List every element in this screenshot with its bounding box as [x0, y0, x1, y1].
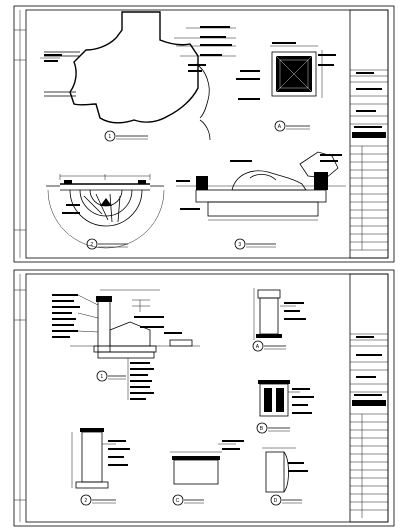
detail-2-semicircle-plan: 2: [46, 174, 165, 250]
detail-d-letter: D: [274, 498, 278, 504]
detail-3-section: 3: [176, 151, 346, 250]
sheet-border: [13, 269, 395, 527]
detail-3-callout: [234, 238, 246, 250]
drawing-title-bar: [352, 132, 386, 138]
detail-1-callout: [104, 130, 116, 142]
detail-1-wall-section: 1: [52, 289, 200, 400]
detail-c-curb-block: C: [170, 440, 244, 506]
detail-d-edge-section: D: [262, 447, 308, 506]
drawing-frame: [25, 273, 389, 523]
drawing-frame: [25, 9, 389, 259]
detail-a-callout: [252, 340, 264, 352]
drawing-title-bar: [352, 400, 386, 406]
left-binding-strip: [14, 274, 26, 522]
detail-1-number: 1: [108, 134, 111, 140]
detail-2-number: 2: [90, 242, 93, 248]
left-binding-strip: [14, 10, 26, 258]
detail-1-paving-plan: 1: [40, 11, 236, 142]
detail-2-post-section: 2: [71, 428, 130, 506]
detail-a-pillar: A: [252, 288, 306, 352]
detail-1-callout: [96, 370, 108, 382]
detail-c-callout: [172, 494, 184, 506]
detail-2-callout: [86, 238, 98, 250]
detail-a-letter: A: [256, 344, 260, 350]
title-block: [349, 273, 389, 523]
title-block: [349, 9, 389, 259]
detail-b-letter: B: [260, 426, 264, 432]
detail-2-number: 2: [84, 498, 87, 504]
detail-d-callout: [270, 494, 282, 506]
detail-a-letter: A: [278, 124, 282, 130]
detail-b-cap-detail: B: [256, 380, 314, 434]
detail-a-callout: [274, 120, 286, 132]
sheet-top: 1 A: [13, 5, 395, 263]
sheet-bottom: 1 A: [13, 269, 395, 527]
detail-b-callout: [256, 422, 268, 434]
detail-c-letter: C: [176, 498, 180, 504]
detail-3-number: 3: [238, 242, 241, 248]
detail-a-tile-plan: A: [236, 42, 336, 132]
detail-1-number: 1: [100, 374, 103, 380]
detail-2-callout: [80, 494, 92, 506]
sheet-border: [13, 5, 395, 263]
